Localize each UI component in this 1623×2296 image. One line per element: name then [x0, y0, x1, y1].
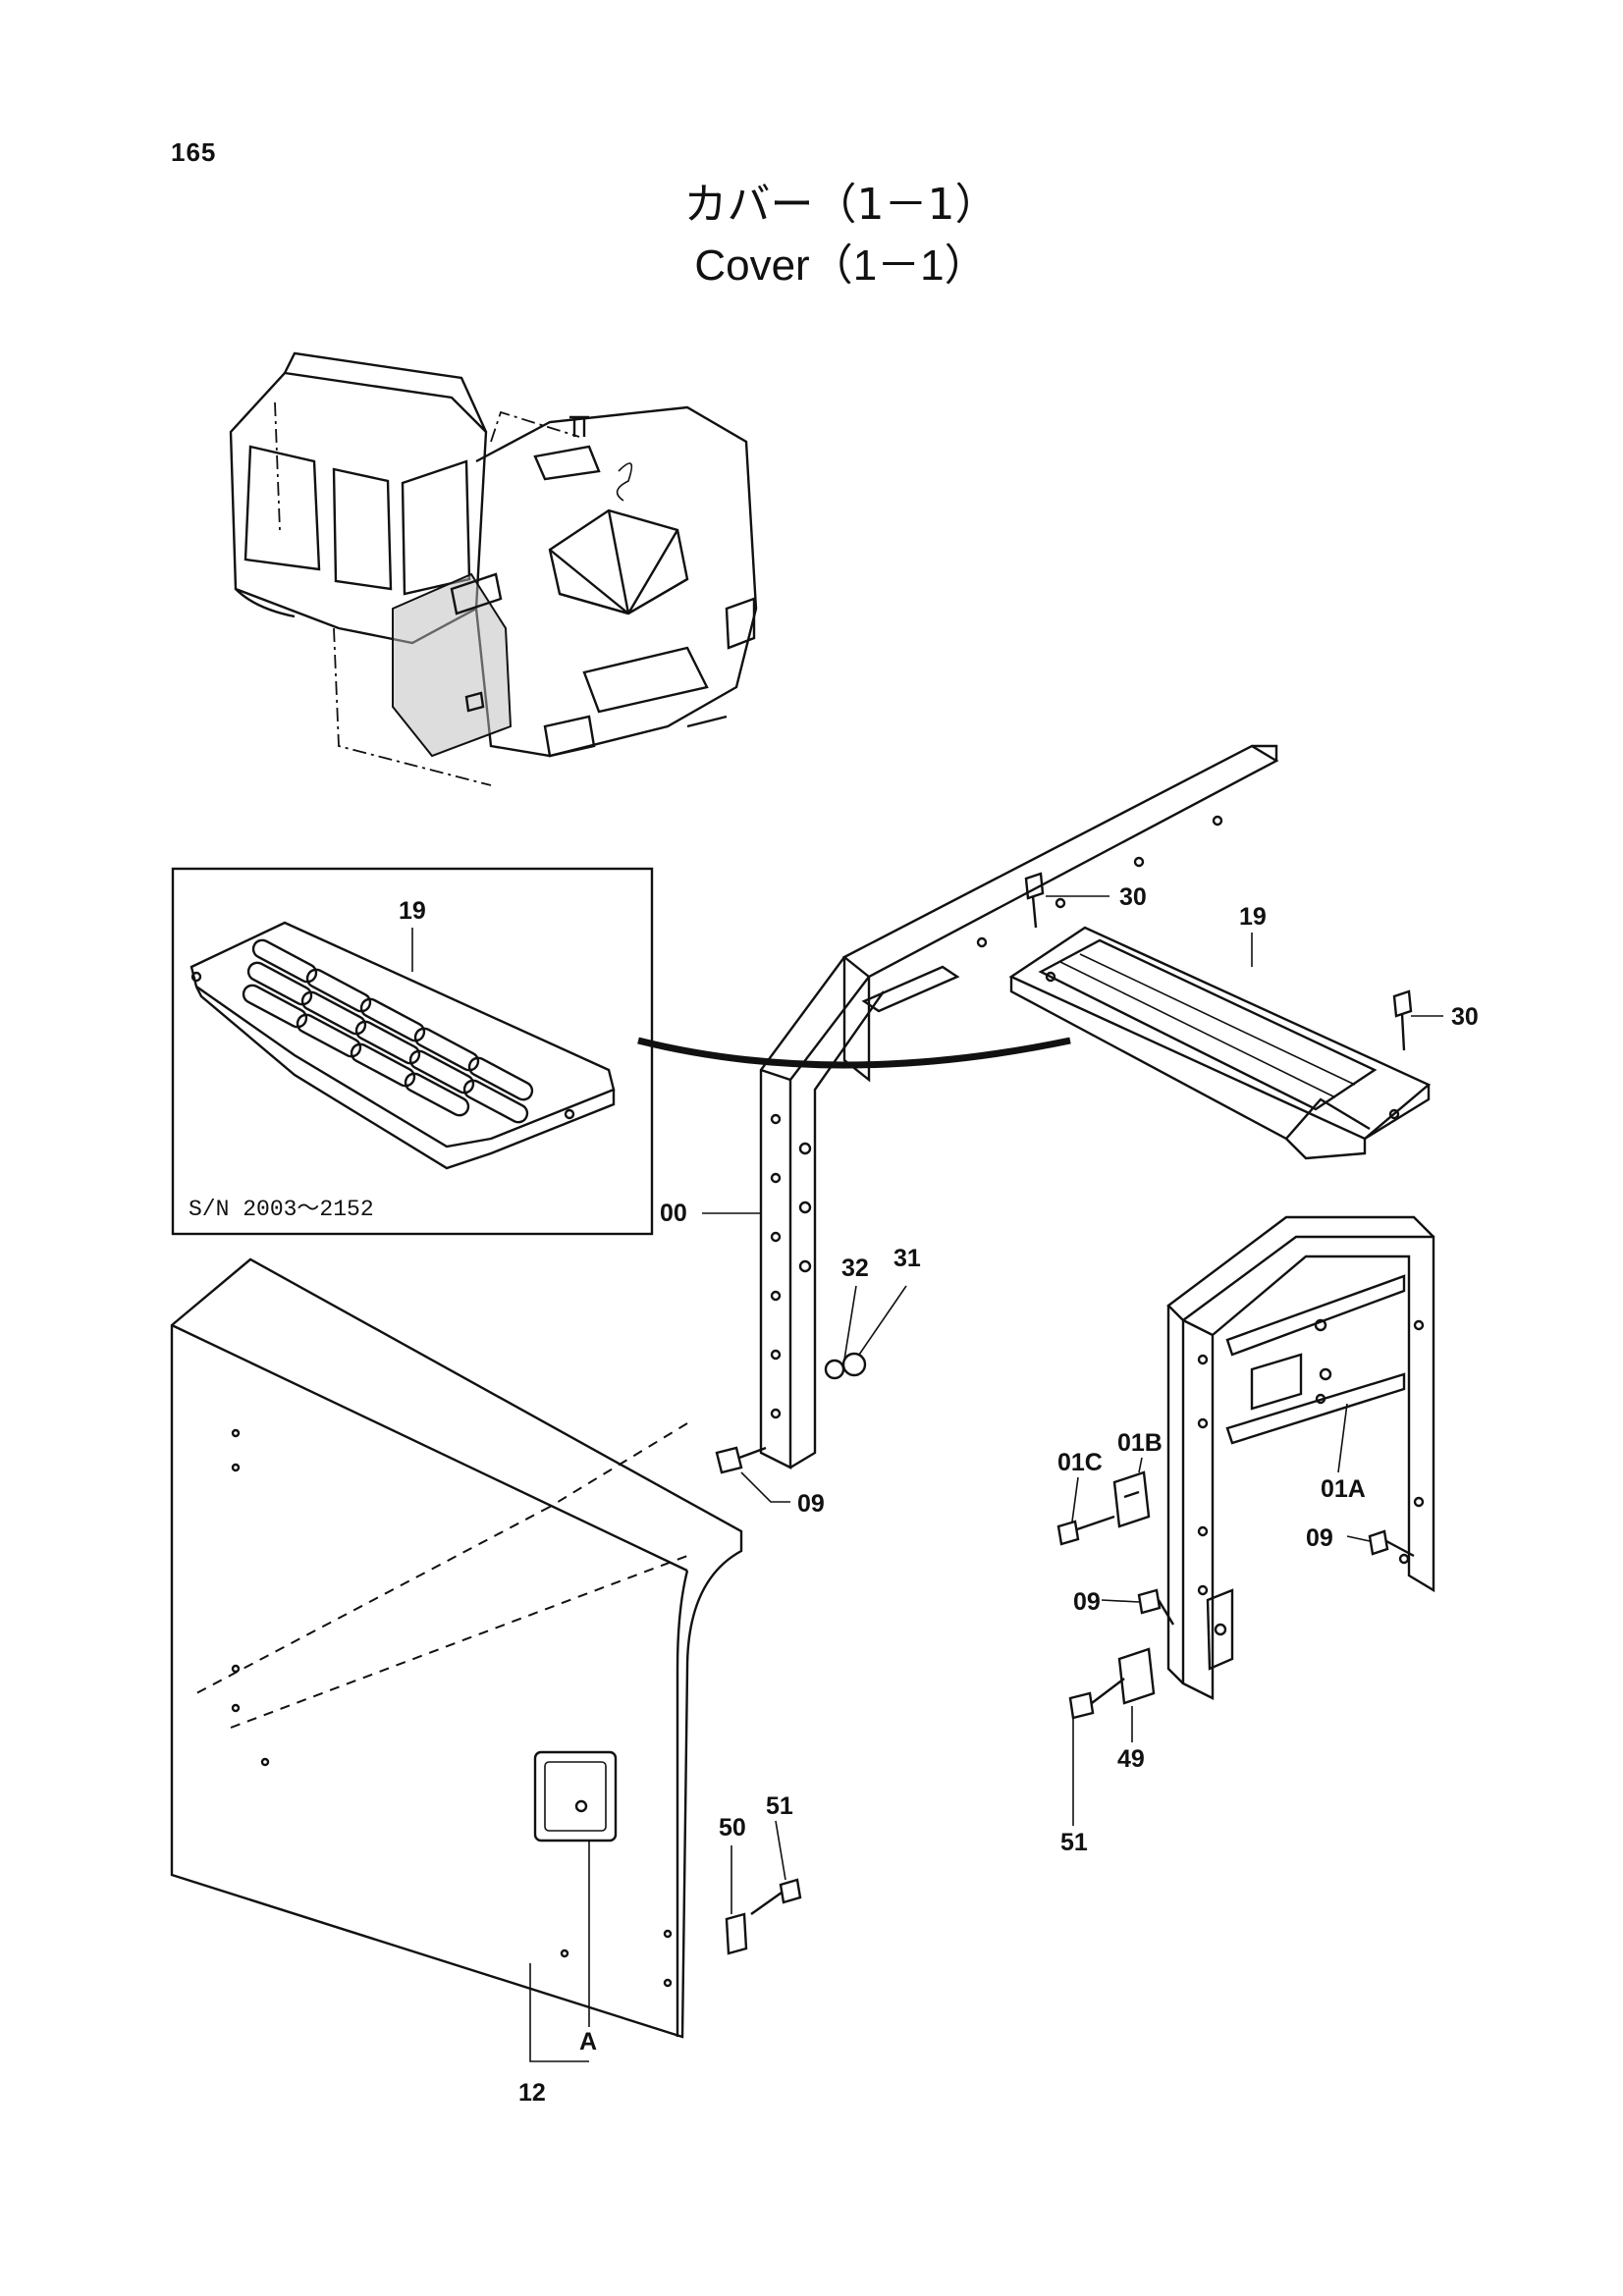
label-09-right: 09 [1306, 1524, 1333, 1552]
title-japanese: カバー（1－1） [683, 180, 999, 230]
inset-serial-range: S/N 2003～2152 [189, 1197, 374, 1222]
bolt-30-upper [1024, 872, 1045, 929]
label-01b: 01B [1117, 1429, 1163, 1457]
label-32: 32 [841, 1255, 869, 1282]
label-51-left: 51 [766, 1792, 793, 1820]
label-09-middle: 09 [1073, 1588, 1101, 1616]
bolt-30-right [1392, 989, 1413, 1051]
frame-part-00 [759, 744, 1279, 1469]
inset-frame: S/N 2003～2152 19 [171, 867, 654, 1236]
frame-part-01a [1166, 1215, 1435, 1700]
page-number: 165 [171, 137, 217, 167]
bolt-09-left [715, 1446, 767, 1474]
nut-31-washer-32 [824, 1352, 867, 1380]
label-09-left: 09 [797, 1490, 825, 1518]
inset-part-label-19: 19 [399, 897, 426, 925]
label-50: 50 [719, 1814, 746, 1842]
label-01a: 01A [1321, 1475, 1366, 1503]
excavator-overview-illustration [229, 351, 758, 786]
leader-lines [529, 895, 1443, 2062]
label-00: 00 [660, 1200, 687, 1227]
hinge-01b [1112, 1470, 1151, 1528]
bolt-09-middle [1137, 1588, 1175, 1626]
step-cover-part-19 [1008, 926, 1432, 1160]
label-12: 12 [518, 2079, 546, 2107]
hinge-49 [1117, 1647, 1156, 1705]
label-49: 49 [1117, 1745, 1145, 1773]
label-19: 19 [1239, 903, 1267, 931]
bolt-01c [1056, 1515, 1115, 1546]
inset-leader-curve [637, 1037, 1071, 1069]
title-english: Cover（1－1） [694, 241, 988, 290]
bolt-51-right [1068, 1678, 1125, 1720]
label-a: A [579, 2028, 597, 2056]
cover-part-12 [170, 1257, 743, 2039]
bolt-51-left [750, 1878, 802, 1915]
inset-slots [242, 938, 534, 1124]
label-31: 31 [893, 1245, 921, 1272]
bracket-50 [725, 1912, 748, 1955]
label-51-right: 51 [1060, 1829, 1088, 1856]
bolt-09-right [1368, 1529, 1415, 1558]
label-30-upper: 30 [1119, 883, 1147, 911]
label-30-right: 30 [1451, 1003, 1479, 1031]
label-01c: 01C [1057, 1449, 1103, 1476]
